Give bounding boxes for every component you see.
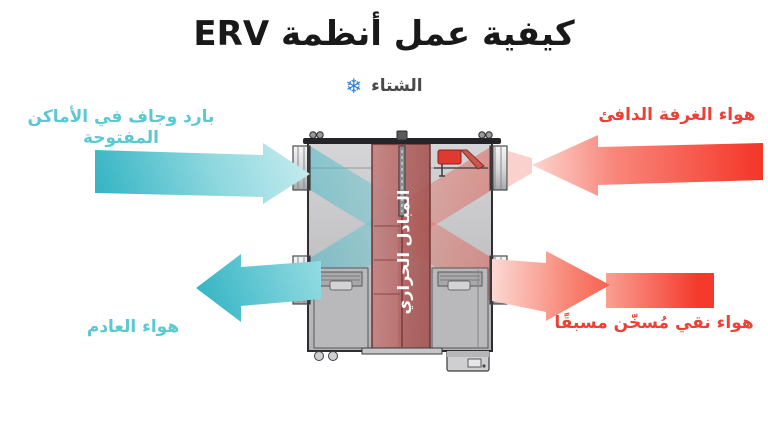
label-exhaust-air: هواء العادم — [86, 317, 180, 337]
return-arrow-duct-beam — [508, 151, 532, 187]
intake-arrow — [95, 143, 310, 204]
damper-flap — [459, 149, 485, 170]
supply-arrow-duct-beam — [492, 259, 546, 312]
supply-arrow — [492, 251, 714, 321]
fan-motor-right — [447, 280, 471, 291]
supply-arrow-head — [546, 251, 610, 321]
control-box — [446, 350, 490, 372]
page-title: كيفية عمل أنظمة ERV — [193, 14, 575, 54]
label-warm-room-air: هواء الغرفة الدافئ — [598, 105, 756, 125]
exhaust-arrow — [196, 254, 321, 322]
top-rail — [303, 138, 501, 144]
return-arrow — [508, 135, 763, 196]
heat-exchanger: المبادل الحراري — [371, 143, 431, 350]
exchanger-label: المبادل الحراري — [394, 190, 414, 315]
snowflake-icon: ❄ — [345, 74, 363, 98]
fan-compartment-left — [313, 267, 369, 349]
exchanger-highlight-column — [374, 146, 398, 347]
supply-arrow-tail — [606, 273, 714, 308]
lid-clips — [309, 130, 493, 141]
season-indicator: ❄ الشتاء — [0, 76, 768, 96]
season-label: الشتاء — [371, 76, 423, 96]
damper-actuator — [437, 149, 462, 165]
heat-exchanger-band — [371, 143, 431, 350]
fan-compartment-right — [431, 267, 489, 349]
label-outdoor-intake: بارد وجاف في الأماكن المفتوحة — [27, 107, 215, 149]
erv-unit-illustration: المبادل الحراري — [292, 130, 508, 372]
fan-motor-left — [329, 280, 353, 291]
bottom-plate — [361, 347, 443, 355]
bypass-damper — [434, 149, 488, 177]
label-preheated-fresh-air: هواء نقي مُسخّن مسبقًا — [554, 313, 754, 333]
